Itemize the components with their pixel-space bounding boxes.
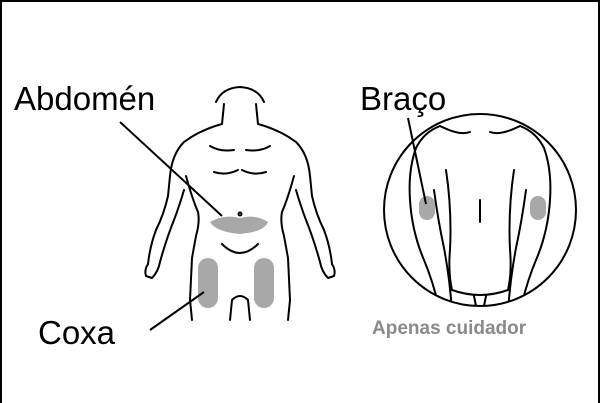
arm-label: Braço	[360, 82, 446, 115]
thigh-leader-line	[150, 292, 204, 330]
abdomen-leader-line	[120, 122, 222, 216]
abdomen-label: Abdomén	[14, 82, 155, 115]
arm-leader-line	[408, 118, 426, 204]
caregiver-only-caption: Apenas cuidador	[372, 318, 526, 340]
left-arm-injection-site	[419, 196, 435, 220]
right-thigh-injection-site	[254, 258, 274, 308]
thigh-label: Coxa	[38, 316, 115, 349]
front-body-figure	[145, 87, 334, 320]
left-thigh-injection-site	[198, 258, 218, 308]
right-arm-injection-site	[530, 196, 546, 220]
abdomen-injection-site	[210, 217, 268, 234]
